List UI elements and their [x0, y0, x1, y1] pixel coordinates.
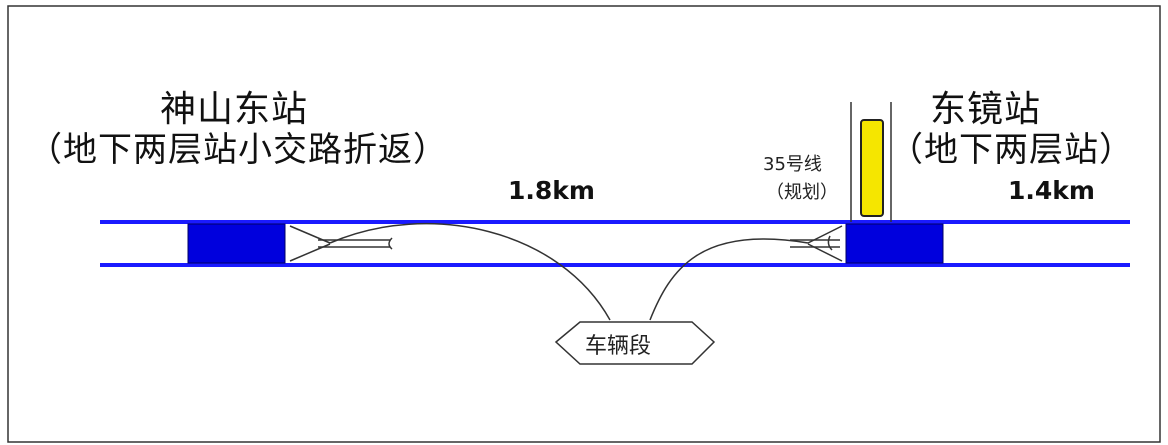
turnback-siding-left: [289, 222, 611, 321]
planned-line-note: （规划）: [766, 182, 838, 203]
station-left-description: （地下两层站小交路折返）: [28, 130, 448, 170]
planned-line-name: 35号线: [763, 154, 822, 175]
station-left-name: 神山东站: [160, 89, 309, 130]
station-block-right: [845, 223, 944, 264]
distance-right: 1.4km: [1008, 176, 1095, 205]
distance-left: 1.8km: [508, 176, 595, 205]
line35-planned-station: [860, 119, 884, 217]
diagram-border: [7, 5, 1161, 443]
station-block-left: [187, 223, 286, 264]
depot-label: 车辆段: [585, 334, 652, 359]
turnback-siding-right: [649, 225, 843, 321]
depot-shape: [554, 321, 716, 365]
station-right-description: （地下两层站）: [889, 130, 1134, 170]
station-right-name: 东镜站: [930, 89, 1042, 130]
